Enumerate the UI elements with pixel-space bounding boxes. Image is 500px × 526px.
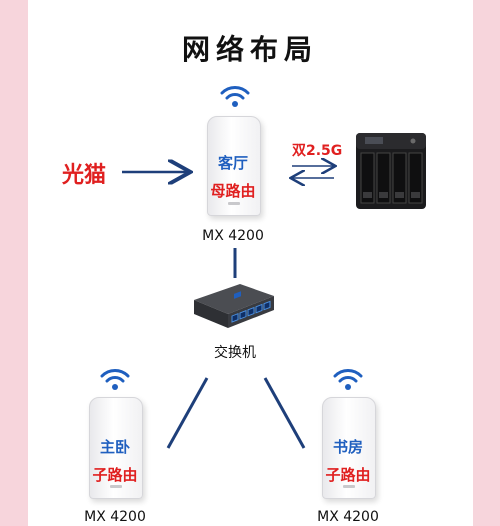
network-switch	[194, 284, 274, 328]
wifi-icon	[220, 86, 250, 107]
link-speed-label: 双2.5G	[292, 143, 343, 159]
switch-right-line	[263, 377, 306, 449]
right-router-model: MX 4200	[317, 509, 379, 525]
left-router-role: 子路由	[92, 466, 138, 484]
right-router	[322, 397, 376, 499]
page-title: 网络布局	[181, 33, 318, 66]
left-router	[89, 397, 143, 499]
switch-left-line	[166, 377, 209, 449]
right-router-room: 书房	[332, 438, 363, 456]
right-router-role: 子路由	[325, 466, 371, 484]
switch-label: 交换机	[214, 345, 256, 361]
nas-device	[356, 133, 426, 209]
wifi-icon	[333, 369, 363, 390]
left-router-model: MX 4200	[84, 509, 146, 525]
left-router-room: 主卧	[99, 438, 130, 456]
modem-label: 光猫	[62, 163, 107, 188]
main-router-role: 母路由	[210, 182, 256, 200]
main-router-room: 客厅	[217, 154, 248, 172]
main-router	[207, 116, 261, 216]
wifi-icon	[100, 369, 130, 390]
main-router-model: MX 4200	[202, 228, 264, 244]
